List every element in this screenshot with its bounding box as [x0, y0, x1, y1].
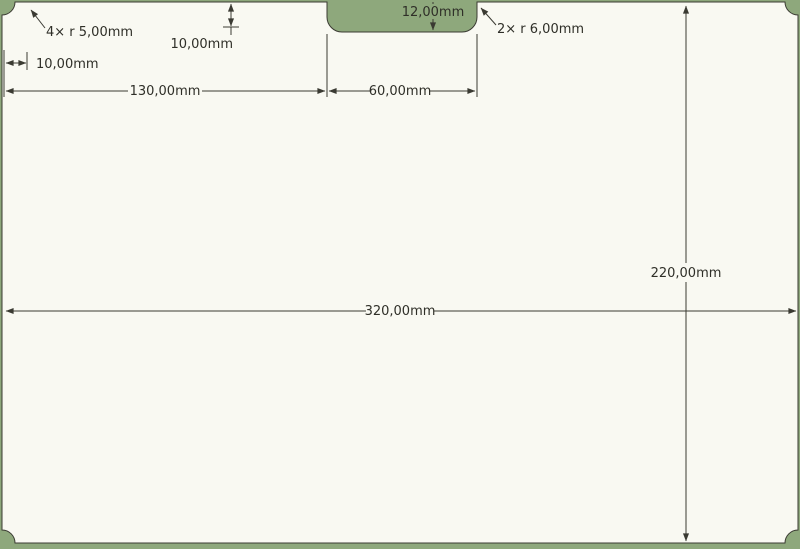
dimension-12mm: 12,00mm — [402, 2, 465, 31]
corner-radius-callout-label: 4× r 5,00mm — [46, 25, 133, 40]
dimension-130mm-label: 130,00mm — [130, 84, 201, 99]
dimension-320mm: 320,00mm — [5, 304, 797, 319]
notch-radius-callout: 2× r 6,00mm — [480, 7, 584, 37]
dimension-60mm-label: 60,00mm — [369, 84, 432, 99]
dimension-320mm-label: 320,00mm — [365, 304, 436, 319]
dimension-10mm-horizontal-label: 10,00mm — [36, 57, 99, 72]
dimension-10mm-vertical-label: 10,00mm — [170, 37, 233, 52]
dimension-60mm: 60,00mm — [328, 84, 476, 99]
leader-line — [480, 7, 497, 26]
dimension-10mm-horizontal: 10,00mm — [5, 57, 99, 72]
extension-lines — [3, 26, 478, 97]
leader-line — [30, 9, 46, 29]
dimension-12mm-label: 12,00mm — [402, 5, 465, 20]
dimension-10mm-vertical: 10,00mm — [170, 3, 235, 52]
dimension-220mm-label: 220,00mm — [651, 266, 722, 281]
notch-radius-callout-label: 2× r 6,00mm — [497, 22, 584, 37]
dimension-130mm: 130,00mm — [5, 84, 326, 99]
dimension-220mm: 220,00mm — [651, 5, 722, 542]
corner-radius-callout: 4× r 5,00mm — [30, 9, 133, 40]
